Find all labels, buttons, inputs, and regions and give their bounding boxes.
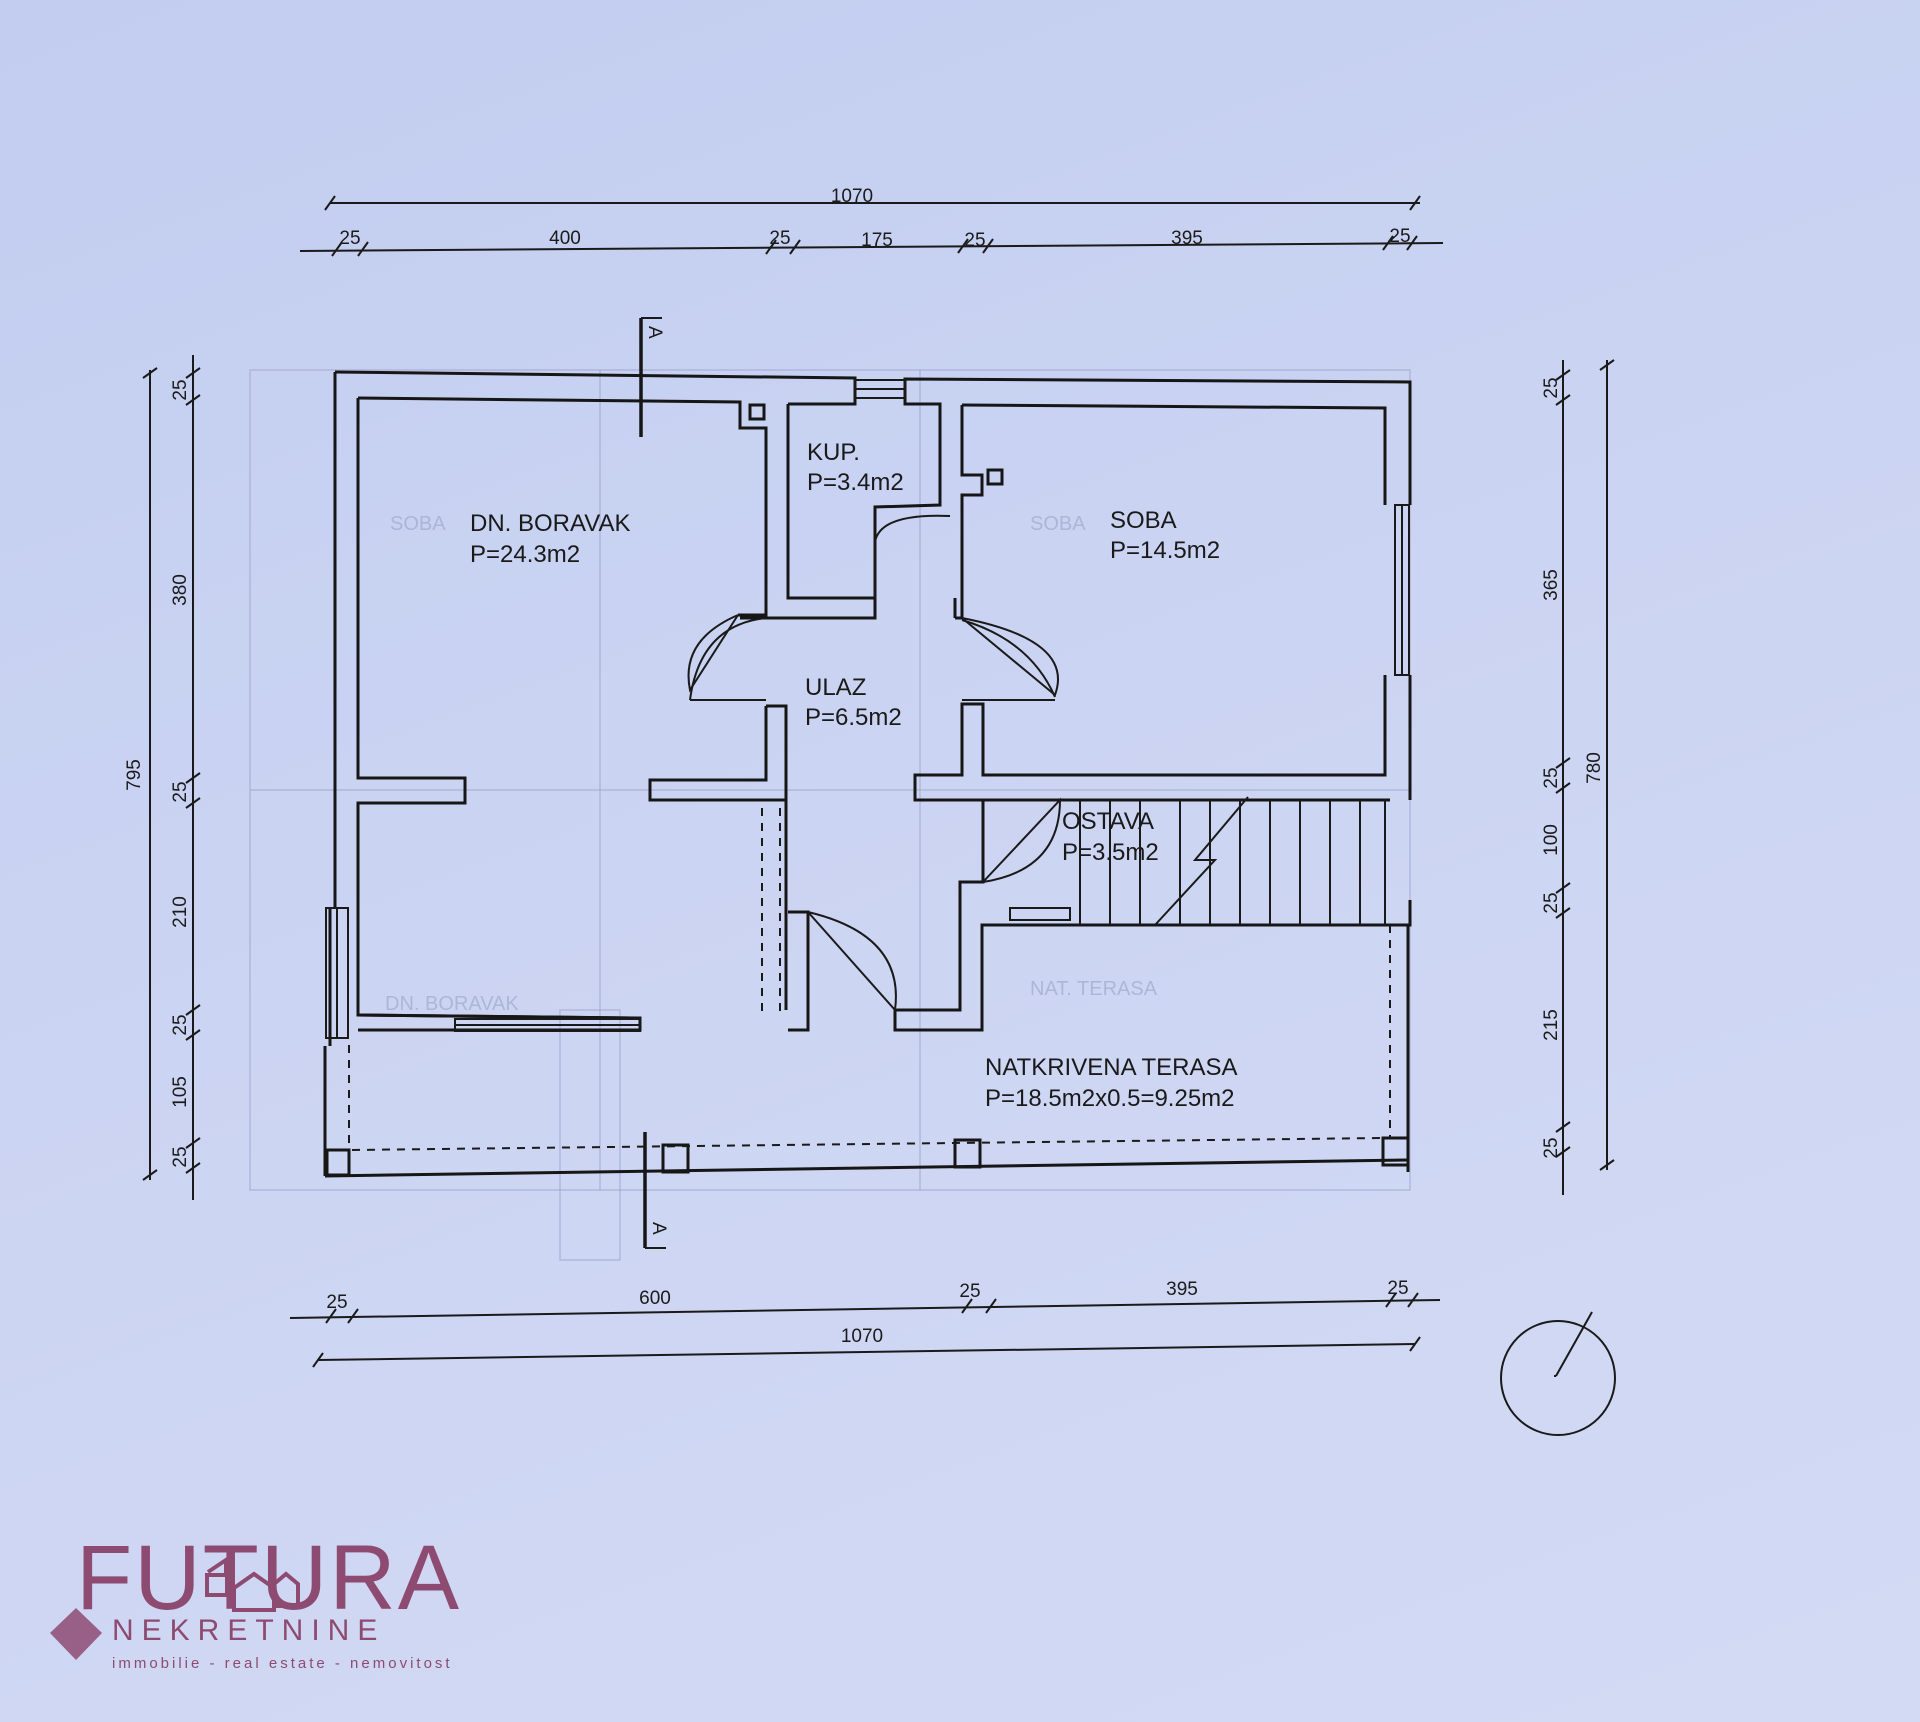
dimension-left: 795 25 380 25 210 25 105 25 <box>124 355 201 1200</box>
logo-tagline: immobilie - real estate - nemovitost <box>112 1655 453 1672</box>
logo-sub-text: NEKRETNINE <box>112 1614 385 1647</box>
room-kup-name: KUP. <box>807 439 860 466</box>
room-soba: SOBA P=14.5m2 <box>1110 507 1220 564</box>
doors <box>687 514 1062 1013</box>
logo-house-icon <box>205 1556 300 1612</box>
dim-left-total: 795 <box>124 759 145 791</box>
dim-left-s1: 380 <box>170 574 191 606</box>
dim-top-s2: 175 <box>861 230 893 251</box>
room-ulaz: ULAZ P=6.5m2 <box>805 674 902 731</box>
section-marker-top: A <box>639 317 665 437</box>
dim-top-w2: 25 <box>769 228 790 249</box>
windows <box>325 379 1410 1039</box>
dimension-top: 1070 25 400 25 175 25 395 25 <box>299 186 1444 257</box>
room-terasa-area: P=18.5m2x0.5=9.25m2 <box>985 1085 1235 1112</box>
dim-bottom-w3: 25 <box>1387 1278 1408 1299</box>
section-label-top: A <box>644 326 665 339</box>
room-soba-name: SOBA <box>1110 507 1177 534</box>
room-ostava-name: OSTAVA <box>1062 808 1154 835</box>
dim-right-w1: 25 <box>1541 377 1562 398</box>
dim-right-s2: 100 <box>1541 824 1562 856</box>
dim-left-s3: 105 <box>170 1076 191 1108</box>
dim-right-w4: 25 <box>1541 1137 1562 1158</box>
dim-right-w3: 25 <box>1541 892 1562 913</box>
room-kup-area: P=3.4m2 <box>807 469 904 496</box>
room-soba-area: P=14.5m2 <box>1110 537 1220 564</box>
columns <box>325 403 1410 1177</box>
dim-bottom-w1: 25 <box>326 1292 347 1313</box>
dim-bottom-s1: 600 <box>639 1288 671 1309</box>
logo-check-icon <box>50 1608 102 1660</box>
dim-left-w1: 25 <box>170 379 191 400</box>
room-kup: KUP. P=3.4m2 <box>807 439 904 496</box>
dim-top-w3: 25 <box>964 230 985 251</box>
dim-bottom-total: 1070 <box>841 1326 883 1347</box>
section-marker-bottom: A <box>643 1132 669 1249</box>
room-boravak-name: DN. BORAVAK <box>470 510 630 537</box>
dim-top-s3: 395 <box>1171 228 1203 249</box>
show-through-ghost: SOBA SOBA NAT. TERASA DN. BORAVAK <box>249 369 1411 1261</box>
dim-left-w2: 25 <box>170 781 191 802</box>
room-terasa: NATKRIVENA TERASA P=18.5m2x0.5=9.25m2 <box>985 1054 1238 1112</box>
dim-top-total: 1070 <box>831 186 873 207</box>
dim-left-w4: 25 <box>170 1146 191 1167</box>
dim-left-s2: 210 <box>170 896 191 928</box>
dimension-right: 25 365 25 100 25 215 25 780 <box>1541 359 1615 1195</box>
section-label-bottom: A <box>648 1222 669 1235</box>
dim-top-s1: 400 <box>549 228 581 249</box>
room-ulaz-area: P=6.5m2 <box>805 704 902 731</box>
dim-left-w3: 25 <box>170 1014 191 1035</box>
dim-right-w2: 25 <box>1541 767 1562 788</box>
dim-top-w1: 25 <box>339 228 360 249</box>
interior-walls <box>356 388 1390 1032</box>
dim-right-total: 780 <box>1584 752 1605 784</box>
svg-text:SOBA: SOBA <box>390 513 446 535</box>
dim-top-w4: 25 <box>1389 226 1410 247</box>
svg-text:NAT. TERASA: NAT. TERASA <box>1030 978 1158 1000</box>
room-ostava-area: P=3.5m2 <box>1062 839 1159 866</box>
dim-bottom-w2: 25 <box>959 1281 980 1302</box>
dim-right-s3: 215 <box>1541 1009 1562 1041</box>
room-ostava: OSTAVA P=3.5m2 <box>1062 808 1159 866</box>
room-terasa-name: NATKRIVENA TERASA <box>985 1054 1238 1081</box>
svg-text:DN. BORAVAK: DN. BORAVAK <box>385 993 519 1015</box>
logo-main-text: FUTURA <box>76 1527 461 1629</box>
room-boravak: DN. BORAVAK P=24.3m2 <box>470 510 630 568</box>
stairs <box>1079 796 1386 926</box>
terrace-edges <box>348 925 1391 1151</box>
north-arrow-icon <box>1500 1311 1616 1436</box>
dimension-bottom: 25 600 25 395 25 1070 <box>289 1278 1441 1368</box>
room-boravak-area: P=24.3m2 <box>470 541 580 568</box>
svg-text:SOBA: SOBA <box>1030 513 1086 535</box>
dim-bottom-s2: 395 <box>1166 1279 1198 1300</box>
brand-logo: FUTURA NEKRETNINE immobilie - real estat… <box>50 1527 461 1672</box>
dim-right-s1: 365 <box>1541 569 1562 601</box>
room-ulaz-name: ULAZ <box>805 674 866 701</box>
